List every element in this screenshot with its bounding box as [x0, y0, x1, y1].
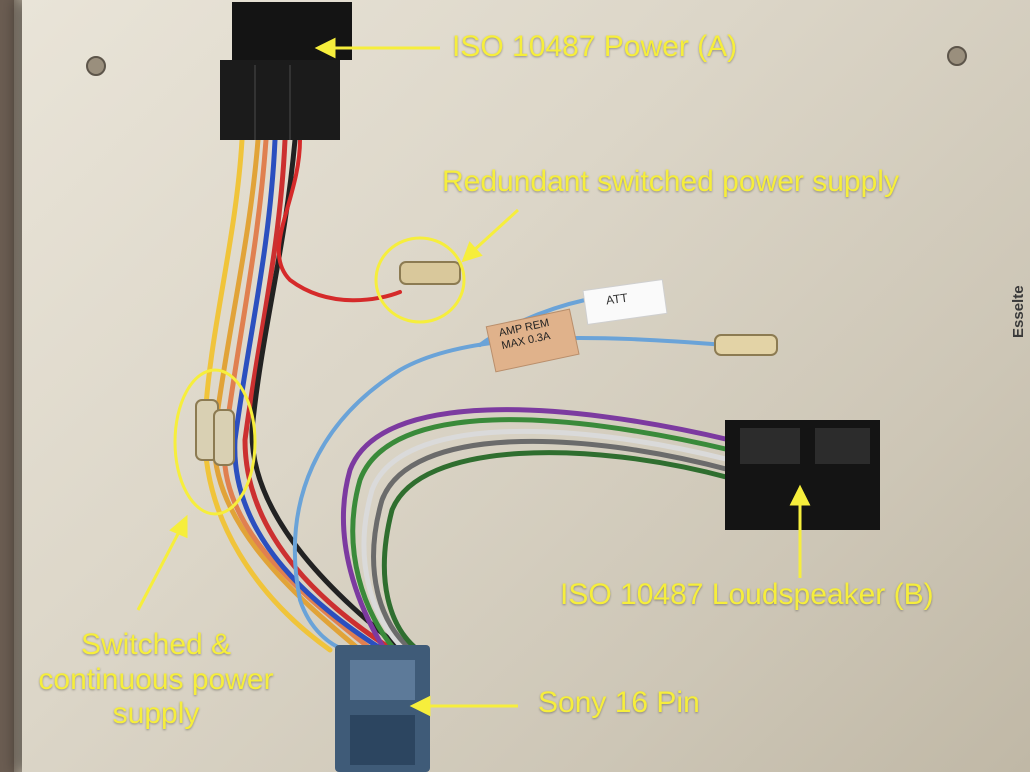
iso-power-annotation: ISO 10487 Power (A) — [452, 30, 738, 63]
att-tag-label: ATT — [605, 290, 629, 308]
iso-power-connector — [220, 2, 352, 140]
spade-terminals — [195, 261, 778, 466]
arrow-switched — [169, 514, 188, 539]
redundant-annotation: Redundant switched power supply — [442, 165, 899, 198]
arrow-sony — [409, 695, 431, 717]
speaker-wires — [341, 407, 733, 653]
switched-line3: supply — [112, 697, 200, 730]
arrow-loudspeaker — [789, 484, 811, 506]
arrow-redundant — [461, 241, 483, 263]
switched-line1: Switched & — [80, 628, 232, 661]
sony-annotation: Sony 16 Pin — [538, 686, 700, 719]
redundant-supply-ellipse — [374, 236, 466, 324]
screw-right — [947, 46, 967, 66]
arrow-iso-power — [314, 37, 336, 59]
wire-tags — [485, 279, 668, 373]
loudspeaker-annotation: ISO 10487 Loudspeaker (B) — [560, 578, 934, 611]
switched-supply-ellipse — [173, 368, 257, 516]
annotation-arrows — [136, 37, 811, 717]
board-brand: Esselte — [1010, 285, 1027, 338]
highlight-ellipses — [173, 236, 466, 516]
iso-speaker-connector — [725, 420, 880, 530]
switched-line2: continuous power — [38, 662, 274, 696]
sony-connector — [335, 645, 430, 772]
screw-left — [86, 56, 106, 76]
board-edge — [14, 0, 22, 772]
switched-annotation: Switched & continuous power supply — [6, 628, 306, 732]
